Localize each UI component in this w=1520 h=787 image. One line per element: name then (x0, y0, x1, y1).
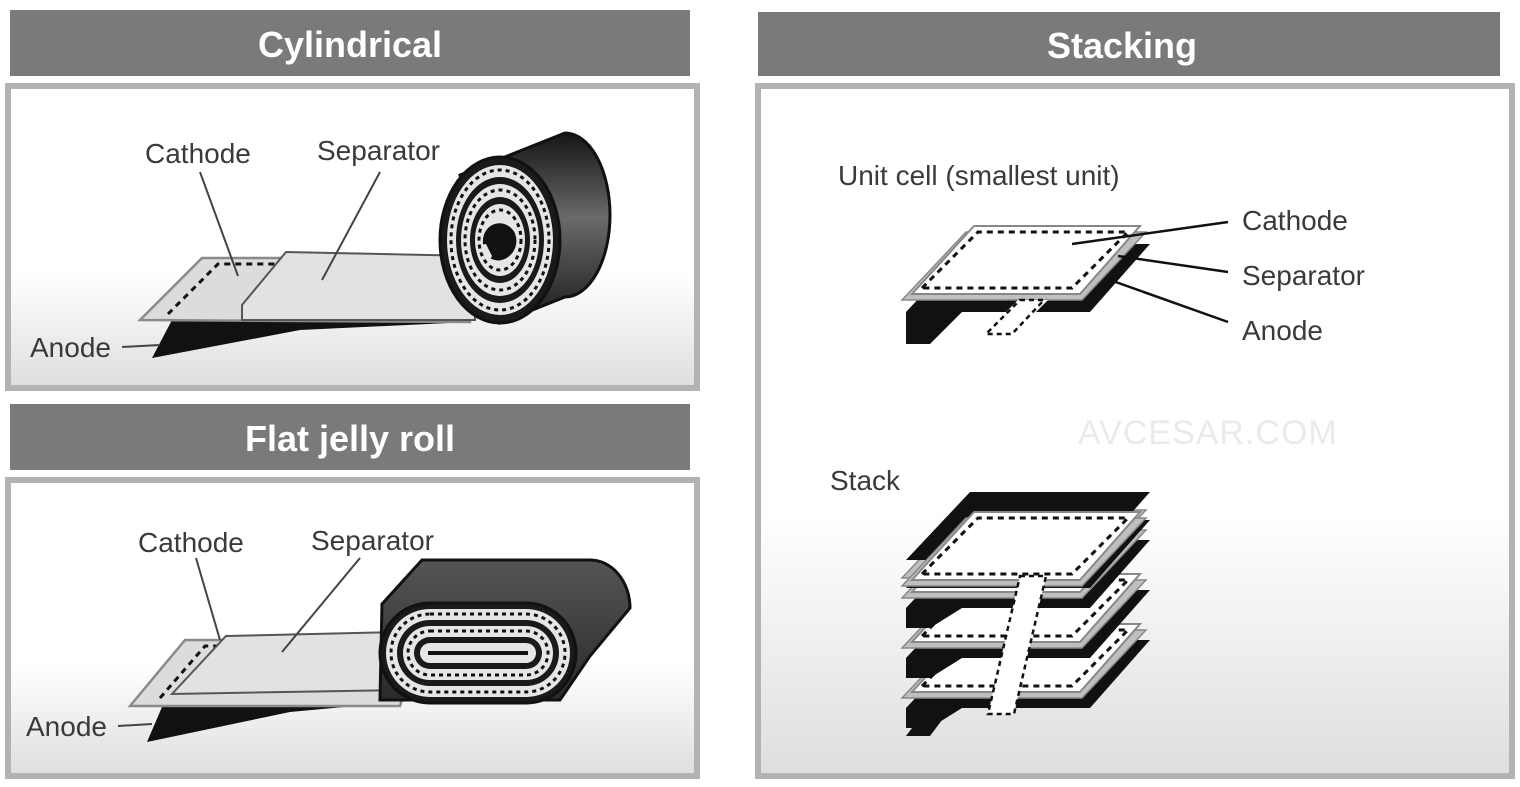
cylindrical-cathode-label: Cathode (145, 138, 251, 169)
unit-cathode-label: Cathode (1242, 205, 1348, 236)
stack-drawing (900, 492, 1150, 736)
flat-anode-sheet (147, 700, 420, 742)
flat-roll (378, 558, 632, 705)
flat-anode-leader (117, 723, 153, 727)
flat-cathode-label: Cathode (138, 527, 244, 558)
flat-jelly-roll-panel: Flat jelly roll Cathode Separator Anode (5, 404, 700, 779)
stacking-title: Stacking (1047, 25, 1197, 66)
unit-separator-leader (1117, 254, 1229, 274)
flat-separator-leader (281, 557, 361, 653)
cylindrical-cathode-leader (199, 171, 239, 277)
stack-label: Stack (830, 465, 901, 496)
flat-title: Flat jelly roll (245, 418, 455, 459)
stacking-header-bar (758, 12, 1500, 76)
cylindrical-separator-leader (321, 171, 381, 281)
cylindrical-panel: Cylindrical Cathode Separator Anode (5, 10, 700, 391)
cylindrical-anode-label: Anode (30, 332, 111, 363)
watermark: AVCESAR.COM (1078, 414, 1338, 452)
cylindrical-separator-label: Separator (317, 135, 440, 166)
cylindrical-separator-sheet (241, 250, 476, 321)
cylindrical-anode-leader (121, 344, 161, 348)
cylindrical-title: Cylindrical (258, 24, 442, 65)
cylindrical-header-bar (10, 10, 690, 76)
flat-anode-label: Anode (26, 711, 107, 742)
stack-layer-top (900, 492, 1150, 587)
stacking-panel: Stacking Unit cell (smallest unit) Catho… (755, 12, 1515, 779)
flat-separator-label: Separator (311, 525, 434, 556)
unit-separator-label: Separator (1242, 260, 1365, 291)
unit-cell-label: Unit cell (smallest unit) (838, 160, 1120, 191)
cylindrical-anode-sheet (152, 320, 470, 358)
unit-anode-label: Anode (1242, 315, 1323, 346)
flat-header-bar (10, 404, 690, 470)
unit-cathode-leader (1071, 220, 1229, 246)
cylindrical-roll (438, 131, 612, 326)
stacking-panel-frame (755, 83, 1515, 779)
unit-anode-leader (1109, 278, 1229, 324)
flat-cathode-leader (195, 557, 221, 641)
